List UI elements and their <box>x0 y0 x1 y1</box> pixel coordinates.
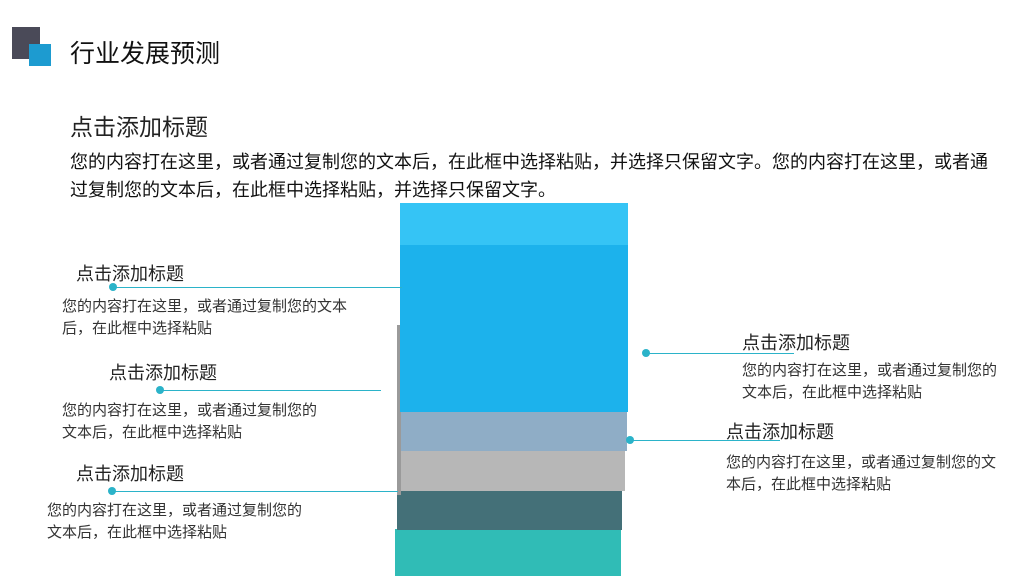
label-2-title: 点击添加标题 <box>109 363 217 384</box>
layer-top-light <box>400 203 628 245</box>
section-body: 您的内容打在这里，或者通过复制您的文本后，在此框中选择粘贴，并选择只保留文字。您… <box>70 152 988 201</box>
layer-side-shadow <box>397 325 401 495</box>
connector-line-1 <box>112 287 402 288</box>
layer-slate <box>400 411 627 451</box>
logo-blue-square <box>29 44 51 66</box>
connector-dot-5 <box>626 436 634 444</box>
connector-line-5 <box>630 440 780 441</box>
page-title: 行业发展预测 <box>70 39 221 68</box>
connector-dot-1 <box>109 283 117 291</box>
label-4-body: 您的内容打在这里，或者通过复制您的文本后，在此框中选择粘贴 <box>742 361 998 401</box>
layer-teal-bottom <box>395 529 621 576</box>
connector-dot-3 <box>108 487 116 495</box>
connector-line-3 <box>112 491 398 492</box>
label-3-title: 点击添加标题 <box>76 464 184 485</box>
layer-blue-main <box>400 244 628 412</box>
connector-line-4 <box>646 353 794 354</box>
section-title: 点击添加标题 <box>70 115 208 141</box>
connector-dot-2 <box>156 386 164 394</box>
label-5-body: 您的内容打在这里，或者通过复制您的文本后，在此框中选择粘贴 <box>726 453 997 493</box>
label-5-title: 点击添加标题 <box>726 422 834 443</box>
label-3-body: 您的内容打在这里，或者通过复制您的文本后，在此框中选择粘贴 <box>47 501 303 541</box>
label-1-body: 您的内容打在这里，或者通过复制您的文本后，在此框中选择粘贴 <box>62 297 348 337</box>
label-4-title: 点击添加标题 <box>742 333 850 354</box>
label-2-body: 您的内容打在这里，或者通过复制您的文本后，在此框中选择粘贴 <box>62 401 318 441</box>
connector-dot-4 <box>642 349 650 357</box>
label-1-title: 点击添加标题 <box>76 264 184 285</box>
layer-teal-dark <box>397 490 622 530</box>
connector-line-2 <box>159 390 381 391</box>
layer-gray <box>399 451 625 491</box>
